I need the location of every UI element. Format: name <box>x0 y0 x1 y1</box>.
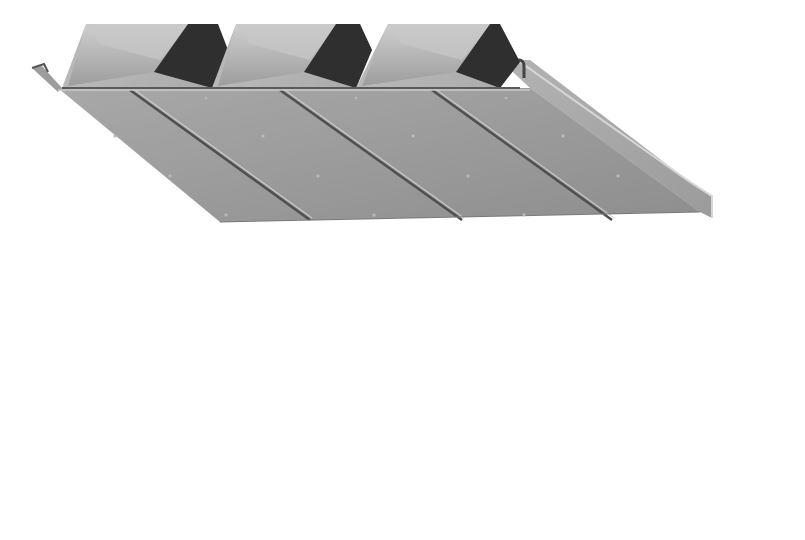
rib-2 <box>212 24 372 89</box>
fastener-dots <box>113 96 620 217</box>
panel-rib-seams <box>129 87 615 222</box>
rib-1 <box>62 24 228 89</box>
panel-edge-highlights <box>58 89 701 223</box>
rib-3 <box>356 24 520 89</box>
panel-bottom-face <box>31 58 713 222</box>
